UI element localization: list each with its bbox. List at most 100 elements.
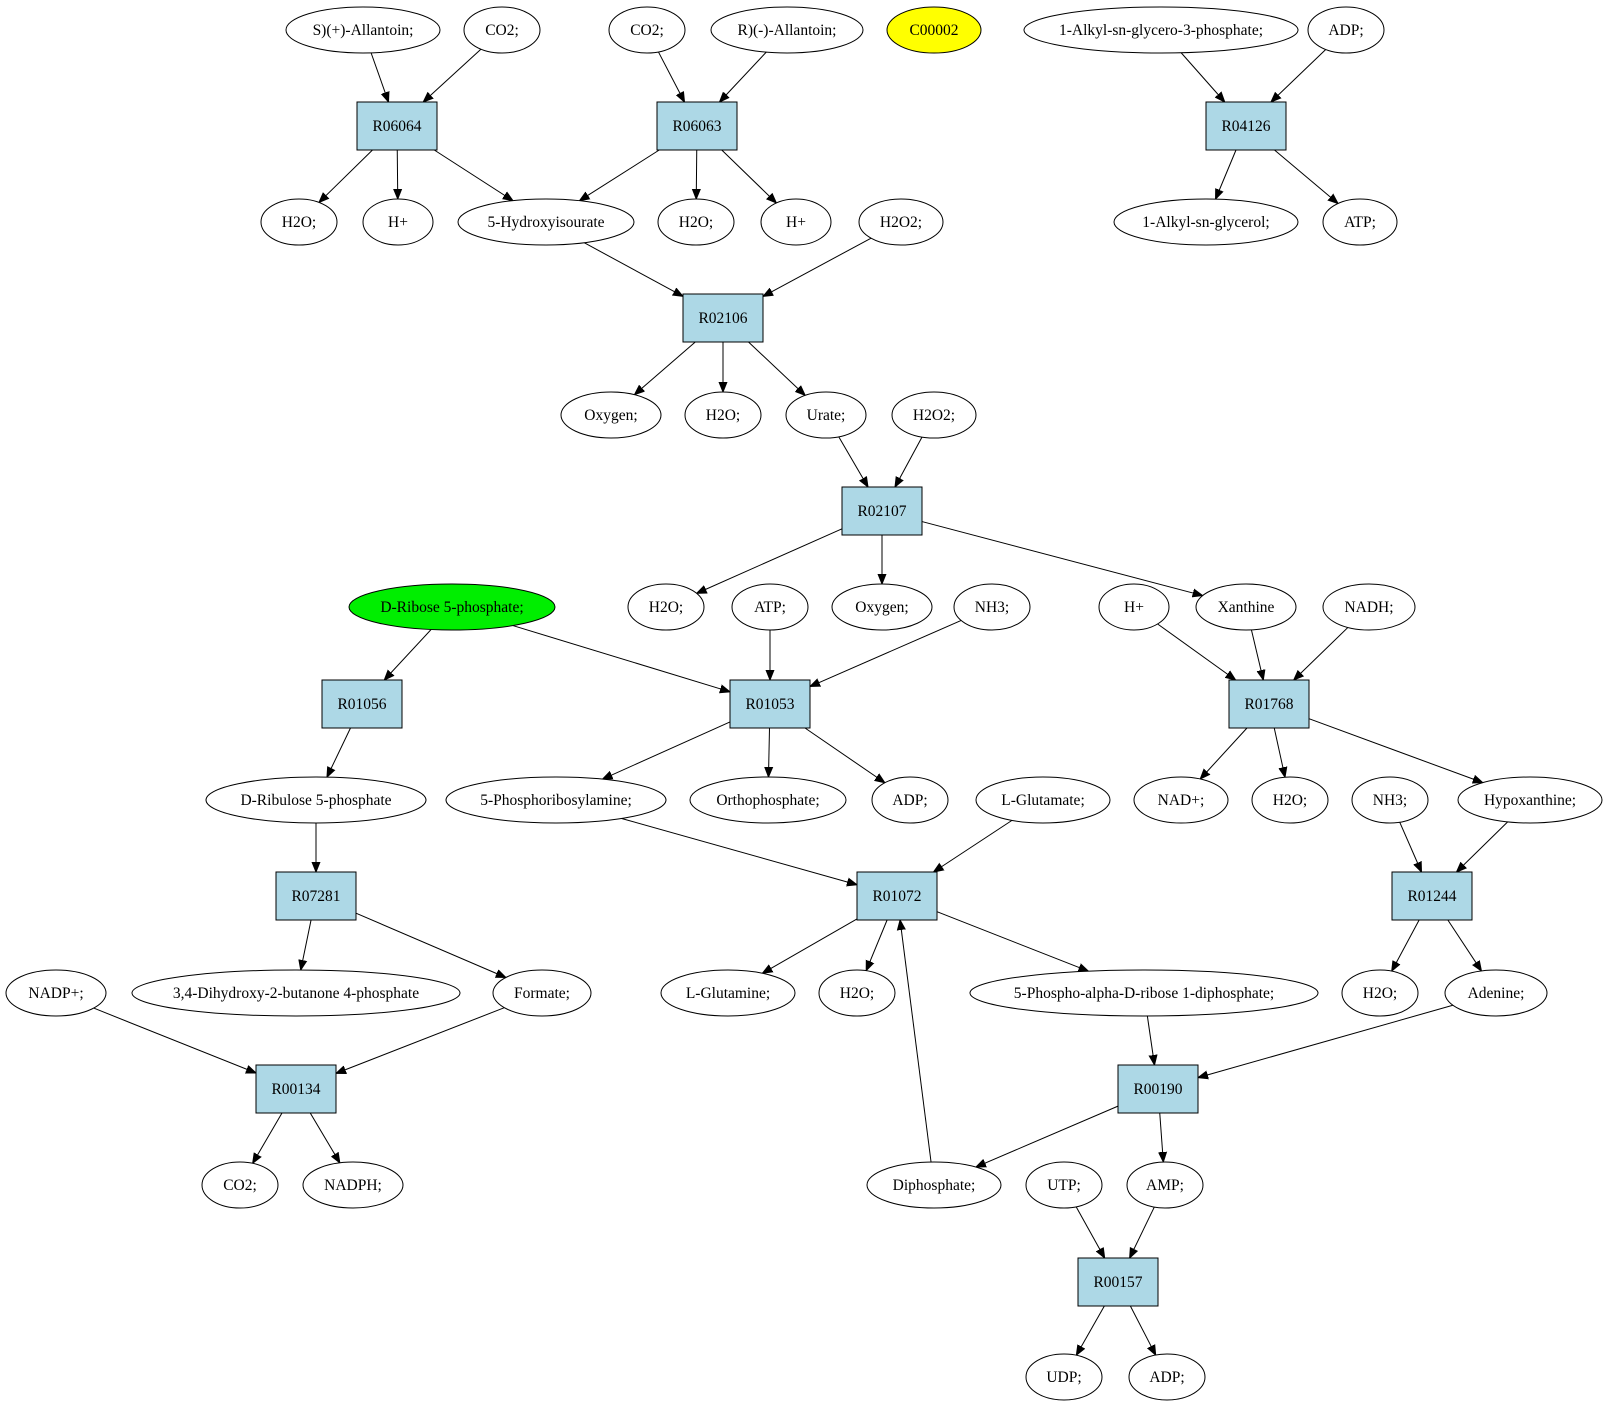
edge-r01768-to-hypoxanthine xyxy=(1308,718,1483,783)
edge-glutamate-to-r01072 xyxy=(934,819,1013,872)
compound-node-r-allantoin[interactable]: R)(-)-Allantoin; xyxy=(710,6,864,54)
compound-node-hypoxanthine[interactable]: Hypoxanthine; xyxy=(1457,776,1603,824)
compound-node-diphosphate[interactable]: Diphosphate; xyxy=(866,1161,1002,1209)
compound-node-oxygen-1[interactable]: Oxygen; xyxy=(560,391,662,439)
compound-node-h2o-5[interactable]: H2O; xyxy=(1251,776,1329,824)
reaction-box xyxy=(682,293,764,343)
reaction-node-r01053[interactable]: R01053 xyxy=(729,679,811,729)
compound-label: ATP; xyxy=(754,599,786,616)
compound-node-formate[interactable]: Formate; xyxy=(492,969,592,1017)
compound-ellipse xyxy=(445,776,667,824)
compound-node-s-allantoin[interactable]: S)(+)-Allantoin; xyxy=(285,6,441,54)
compound-node-urate[interactable]: Urate; xyxy=(785,391,867,439)
compound-node-hplus-2[interactable]: H+ xyxy=(760,198,832,246)
compound-label: Oxygen; xyxy=(584,407,637,424)
compound-ellipse xyxy=(1023,6,1299,54)
compound-node-oxygen-2[interactable]: Oxygen; xyxy=(831,583,933,631)
edge-s-allantoin-to-r06064 xyxy=(370,52,388,102)
reaction-label: R01244 xyxy=(1407,888,1456,905)
edge-r06064-to-hydroxyisourate xyxy=(433,149,513,201)
compound-node-adp-bot[interactable]: ADP; xyxy=(1128,1353,1206,1401)
reaction-node-r01768[interactable]: R01768 xyxy=(1228,679,1310,729)
compound-node-hydroxyisourate[interactable]: 5-Hydroxyisourate xyxy=(457,198,635,246)
compound-label: 5-Phosphoribosylamine; xyxy=(480,792,632,809)
edge-ribose5p-to-r01056 xyxy=(384,629,432,680)
compound-node-adenine[interactable]: Adenine; xyxy=(1444,969,1548,1017)
compound-node-glutamine[interactable]: L-Glutamine; xyxy=(660,969,796,1017)
compound-node-alkyl-g3p[interactable]: 1-Alkyl-sn-glycero-3-phosphate; xyxy=(1023,6,1299,54)
compound-node-utp[interactable]: UTP; xyxy=(1025,1161,1103,1209)
compound-node-alkyl-glycerol[interactable]: 1-Alkyl-sn-glycerol; xyxy=(1113,198,1299,246)
reaction-box xyxy=(841,486,923,536)
compound-node-adp-mid[interactable]: ADP; xyxy=(871,776,949,824)
reaction-node-r00157[interactable]: R00157 xyxy=(1077,1257,1159,1307)
reaction-node-r02107[interactable]: R02107 xyxy=(841,486,923,536)
compound-node-orthophosphate[interactable]: Orthophosphate; xyxy=(689,776,847,824)
compound-node-nadph[interactable]: NADPH; xyxy=(302,1161,404,1209)
compound-node-hplus-3[interactable]: H+ xyxy=(1098,583,1170,631)
compound-label: 1-Alkyl-sn-glycero-3-phosphate; xyxy=(1059,22,1263,39)
compound-node-prpp[interactable]: 5-Phospho-alpha-D-ribose 1-diphosphate; xyxy=(969,969,1319,1017)
compound-node-prib-amine[interactable]: 5-Phosphoribosylamine; xyxy=(445,776,667,824)
compound-ellipse xyxy=(492,969,592,1017)
edge-r06063-to-h2o-2 xyxy=(696,149,697,199)
compound-node-h2o-4[interactable]: H2O; xyxy=(627,583,705,631)
compound-ellipse xyxy=(1133,776,1229,824)
compound-node-nh3-2[interactable]: NH3; xyxy=(1351,776,1429,824)
reaction-node-r01072[interactable]: R01072 xyxy=(856,871,938,921)
edge-prib-amine-to-r01072 xyxy=(621,817,857,884)
reaction-node-r01244[interactable]: R01244 xyxy=(1391,871,1473,921)
compound-node-atp-top[interactable]: ATP; xyxy=(1322,198,1398,246)
edge-r-allantoin-to-r06063 xyxy=(720,51,767,102)
compound-node-h2o-7[interactable]: H2O; xyxy=(1341,969,1419,1017)
compound-node-co2-c[interactable]: CO2; xyxy=(201,1161,279,1209)
compound-node-amp[interactable]: AMP; xyxy=(1126,1161,1204,1209)
compound-node-h2o-1[interactable]: H2O; xyxy=(260,198,338,246)
reaction-node-r06064[interactable]: R06064 xyxy=(356,101,438,151)
compound-label: Oxygen; xyxy=(855,599,908,616)
compound-node-dihydroxybutanone[interactable]: 3,4-Dihydroxy-2-butanone 4-phosphate xyxy=(131,969,461,1017)
compound-node-adp-top[interactable]: ADP; xyxy=(1307,6,1385,54)
compound-ellipse xyxy=(260,198,338,246)
reaction-node-r02106[interactable]: R02106 xyxy=(682,293,764,343)
edge-amp-to-r00157 xyxy=(1130,1206,1155,1258)
compound-ellipse xyxy=(886,6,982,54)
compound-node-atp-mid[interactable]: ATP; xyxy=(731,583,809,631)
compound-label: Formate; xyxy=(514,985,570,1002)
reaction-node-r06063[interactable]: R06063 xyxy=(656,101,738,151)
reaction-node-r07281[interactable]: R07281 xyxy=(275,871,357,921)
edge-adp-top-to-r04126 xyxy=(1271,49,1327,102)
compound-ellipse xyxy=(285,6,441,54)
edge-hydroxyisourate-to-r02106 xyxy=(583,242,683,297)
compound-ellipse xyxy=(560,391,662,439)
edge-r01244-to-adenine xyxy=(1447,919,1482,971)
compound-node-udp[interactable]: UDP; xyxy=(1025,1353,1103,1401)
compound-node-h2o-6[interactable]: H2O; xyxy=(818,969,896,1017)
compound-node-nadh[interactable]: NADH; xyxy=(1322,583,1416,631)
compound-node-h2o-3[interactable]: H2O; xyxy=(684,391,762,439)
compound-node-nadplus[interactable]: NAD+; xyxy=(1133,776,1229,824)
reaction-box xyxy=(1391,871,1473,921)
reaction-node-r00190[interactable]: R00190 xyxy=(1117,1064,1199,1114)
compound-node-nh3-1[interactable]: NH3; xyxy=(953,583,1031,631)
reaction-node-r01056[interactable]: R01056 xyxy=(321,679,403,729)
compound-node-xanthine[interactable]: Xanthine xyxy=(1195,583,1297,631)
compound-node-nadpplus[interactable]: NADP+; xyxy=(5,969,107,1017)
compound-node-co2-a[interactable]: CO2; xyxy=(463,6,541,54)
compound-node-co2-b[interactable]: CO2; xyxy=(608,6,686,54)
edge-r06064-to-hplus-1 xyxy=(397,149,398,199)
compound-node-h2o-2[interactable]: H2O; xyxy=(657,198,735,246)
compound-ellipse xyxy=(201,1161,279,1209)
compound-label: H+ xyxy=(1124,599,1144,616)
reaction-node-r00134[interactable]: R00134 xyxy=(255,1064,337,1114)
compound-node-ribose5p[interactable]: D-Ribose 5-phosphate; xyxy=(348,583,556,631)
edge-r06063-to-hplus-2 xyxy=(721,149,777,203)
compound-node-h2o2-2[interactable]: H2O2; xyxy=(891,391,977,439)
compound-node-glutamate[interactable]: L-Glutamate; xyxy=(975,776,1111,824)
compound-node-c00002[interactable]: C00002 xyxy=(886,6,982,54)
reaction-node-r04126[interactable]: R04126 xyxy=(1205,101,1287,151)
compound-ellipse xyxy=(1126,1161,1204,1209)
compound-node-ribulose5p[interactable]: D-Ribulose 5-phosphate xyxy=(205,776,427,824)
compound-node-h2o2-1[interactable]: H2O2; xyxy=(858,198,944,246)
compound-node-hplus-1[interactable]: H+ xyxy=(362,198,434,246)
